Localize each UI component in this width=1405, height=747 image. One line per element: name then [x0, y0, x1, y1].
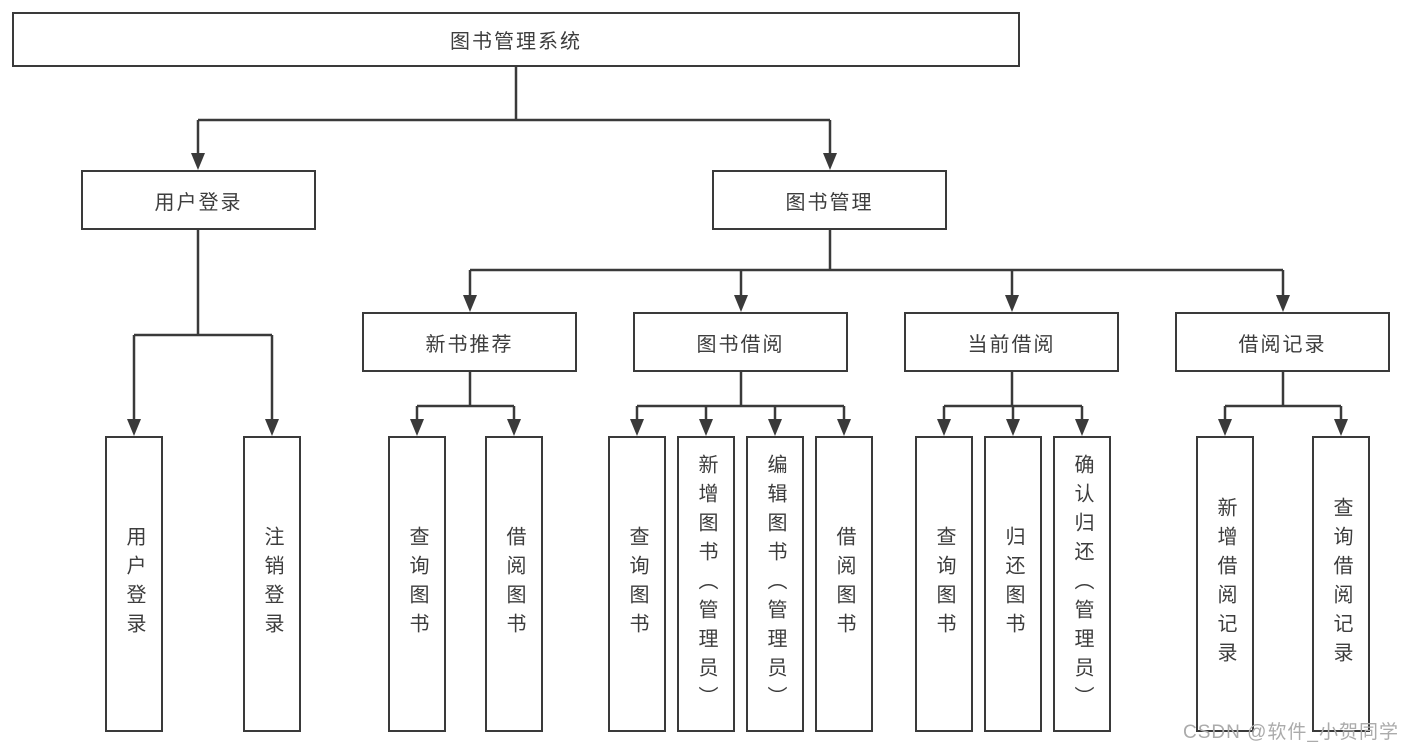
node-book-borrowing-label: 图书借阅 — [696, 333, 785, 356]
node-user-login-label: 用户登录 — [154, 191, 243, 214]
leaf-borrowing-borrow-books-label: 借阅图书 — [833, 526, 855, 642]
node-book-management-label: 图书管理 — [785, 191, 874, 214]
leaf-recommend-borrow-books: 借阅图书 — [485, 436, 543, 732]
leaf-return-books: 归还图书 — [984, 436, 1042, 732]
node-book-borrowing: 图书借阅 — [633, 312, 848, 372]
node-user-login: 用户登录 — [81, 170, 316, 230]
node-new-book-recommendation: 新书推荐 — [362, 312, 577, 372]
node-root-system-label: 图书管理系统 — [450, 31, 582, 53]
leaf-logout-label: 注销登录 — [261, 526, 283, 642]
leaf-edit-book-admin: 编辑图书（管理员） — [746, 436, 804, 732]
leaf-confirm-return-admin-label: 确认归还（管理员） — [1071, 453, 1093, 715]
leaf-user-login-label: 用户登录 — [123, 526, 145, 642]
node-borrowing-records-label: 借阅记录 — [1238, 333, 1327, 356]
leaf-add-borrow-record: 新增借阅记录 — [1196, 436, 1254, 732]
leaf-current-query-books: 查询图书 — [915, 436, 973, 732]
leaf-borrowing-query-books: 查询图书 — [608, 436, 666, 732]
node-borrowing-records: 借阅记录 — [1175, 312, 1390, 372]
leaf-user-login: 用户登录 — [105, 436, 163, 732]
leaf-return-books-label: 归还图书 — [1002, 526, 1024, 642]
node-current-borrowing: 当前借阅 — [904, 312, 1119, 372]
leaf-query-borrow-record: 查询借阅记录 — [1312, 436, 1370, 732]
leaf-recommend-query-books-label: 查询图书 — [406, 526, 428, 642]
node-root-system: 图书管理系统 — [12, 12, 1020, 67]
leaf-logout: 注销登录 — [243, 436, 301, 732]
csdn-watermark: CSDN @软件_小贺同学 — [1183, 722, 1399, 743]
leaf-recommend-borrow-books-label: 借阅图书 — [503, 526, 525, 642]
leaf-confirm-return-admin: 确认归还（管理员） — [1053, 436, 1111, 732]
leaf-add-book-admin: 新增图书（管理员） — [677, 436, 735, 732]
node-book-management: 图书管理 — [712, 170, 947, 230]
node-current-borrowing-label: 当前借阅 — [967, 333, 1056, 356]
leaf-edit-book-admin-label: 编辑图书（管理员） — [764, 453, 786, 715]
leaf-borrowing-borrow-books: 借阅图书 — [815, 436, 873, 732]
leaf-query-borrow-record-label: 查询借阅记录 — [1330, 497, 1352, 671]
leaf-add-book-admin-label: 新增图书（管理员） — [695, 453, 717, 715]
leaf-recommend-query-books: 查询图书 — [388, 436, 446, 732]
node-new-book-recommendation-label: 新书推荐 — [425, 333, 514, 356]
leaf-current-query-books-label: 查询图书 — [933, 526, 955, 642]
leaf-borrowing-query-books-label: 查询图书 — [626, 526, 648, 642]
leaf-add-borrow-record-label: 新增借阅记录 — [1214, 497, 1236, 671]
